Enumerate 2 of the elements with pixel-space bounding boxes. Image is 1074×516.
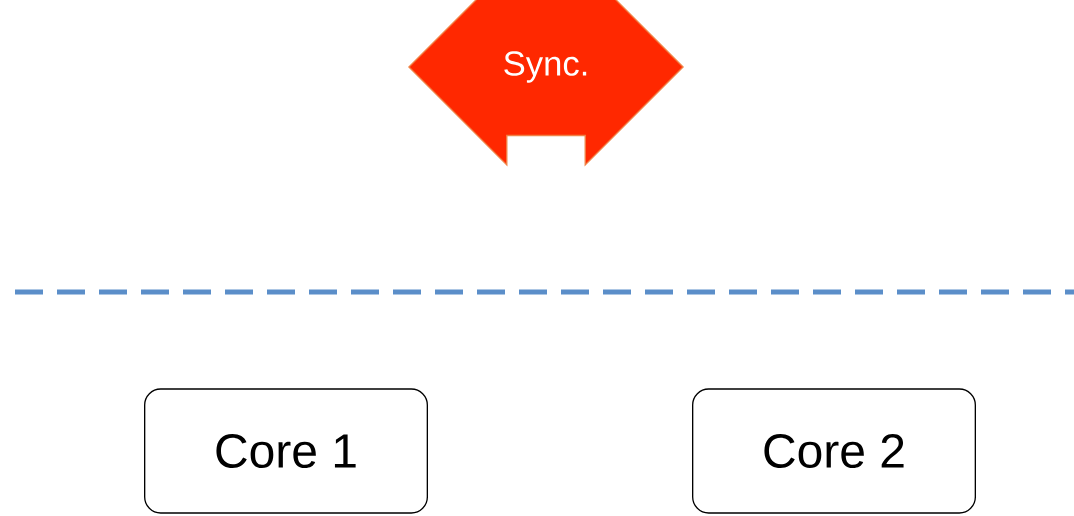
core-box: Core 1 [144, 388, 428, 514]
core-box: Core 2 [692, 388, 976, 514]
